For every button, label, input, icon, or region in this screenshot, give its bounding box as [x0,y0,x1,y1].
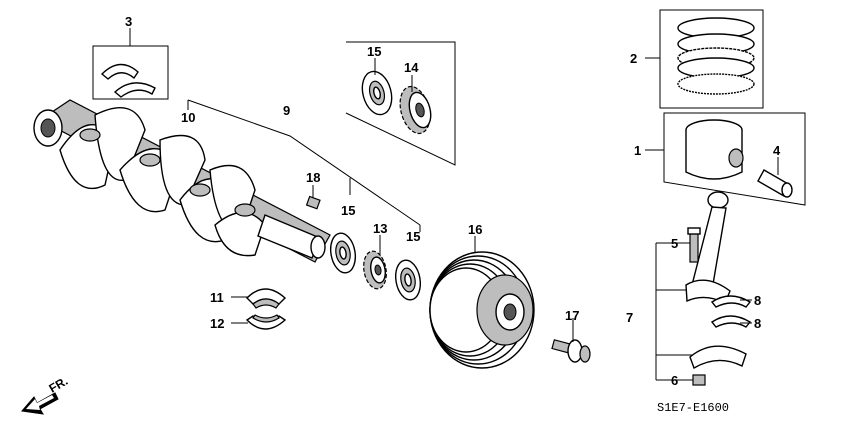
callout-17: 17 [565,308,579,323]
thrust-washer-part [100,63,156,98]
inset-box-oil-pump-gear [345,41,456,166]
rod-nut-part [692,374,706,386]
connecting-rod-part [685,191,731,304]
callout-11: 11 [210,290,224,305]
callout-box-1 [663,112,806,206]
crankshaft-pulley-part [429,251,535,369]
diagram-code: S1E7-E1600 [657,401,729,415]
pulley-bolt-part [551,339,591,363]
seal-washer-part-left [329,232,357,274]
callout-box-2 [659,9,764,109]
callout-15-left: 15 [341,203,355,218]
callout-9: 9 [283,103,290,118]
callout-5: 5 [671,236,678,251]
callout-3: 3 [125,14,132,29]
seal-washer-part-upper [361,70,393,116]
callout-16: 16 [468,222,482,237]
group-bracket-9 [187,99,421,226]
rod-bolt-part [687,227,701,263]
callout-18: 18 [306,170,320,185]
main-bearing-upper-part [246,288,287,309]
leader-lines [129,28,779,342]
callout-8-lower: 8 [754,316,761,331]
woodruff-key-part [305,195,321,210]
front-direction-arrow-icon [21,392,59,415]
rod-bearing-upper-part [710,295,752,308]
callout-6: 6 [671,373,678,388]
rod-cap-part [689,345,747,370]
piston-part [685,119,744,180]
callout-2: 2 [630,51,637,66]
callout-15-right: 15 [406,229,420,244]
callout-13: 13 [373,221,387,236]
front-direction-label: FR. [47,374,71,396]
callout-15-upper: 15 [367,44,381,59]
seal-washer-part-right [394,259,422,301]
callout-12: 12 [210,316,224,331]
callout-14: 14 [404,60,419,75]
crankshaft-part [33,99,331,263]
sprocket-part-upper [399,85,432,135]
callout-10: 10 [181,110,195,125]
callout-4: 4 [773,143,781,158]
piston-rings-part [677,17,755,95]
callout-7: 7 [626,310,633,325]
crank-sprocket-part [363,250,387,290]
rod-bearing-lower-part [710,315,752,328]
callout-8-upper: 8 [754,293,761,308]
piston-pin-part [757,169,793,198]
main-bearing-lower-part [245,314,287,330]
callout-1: 1 [634,143,641,158]
